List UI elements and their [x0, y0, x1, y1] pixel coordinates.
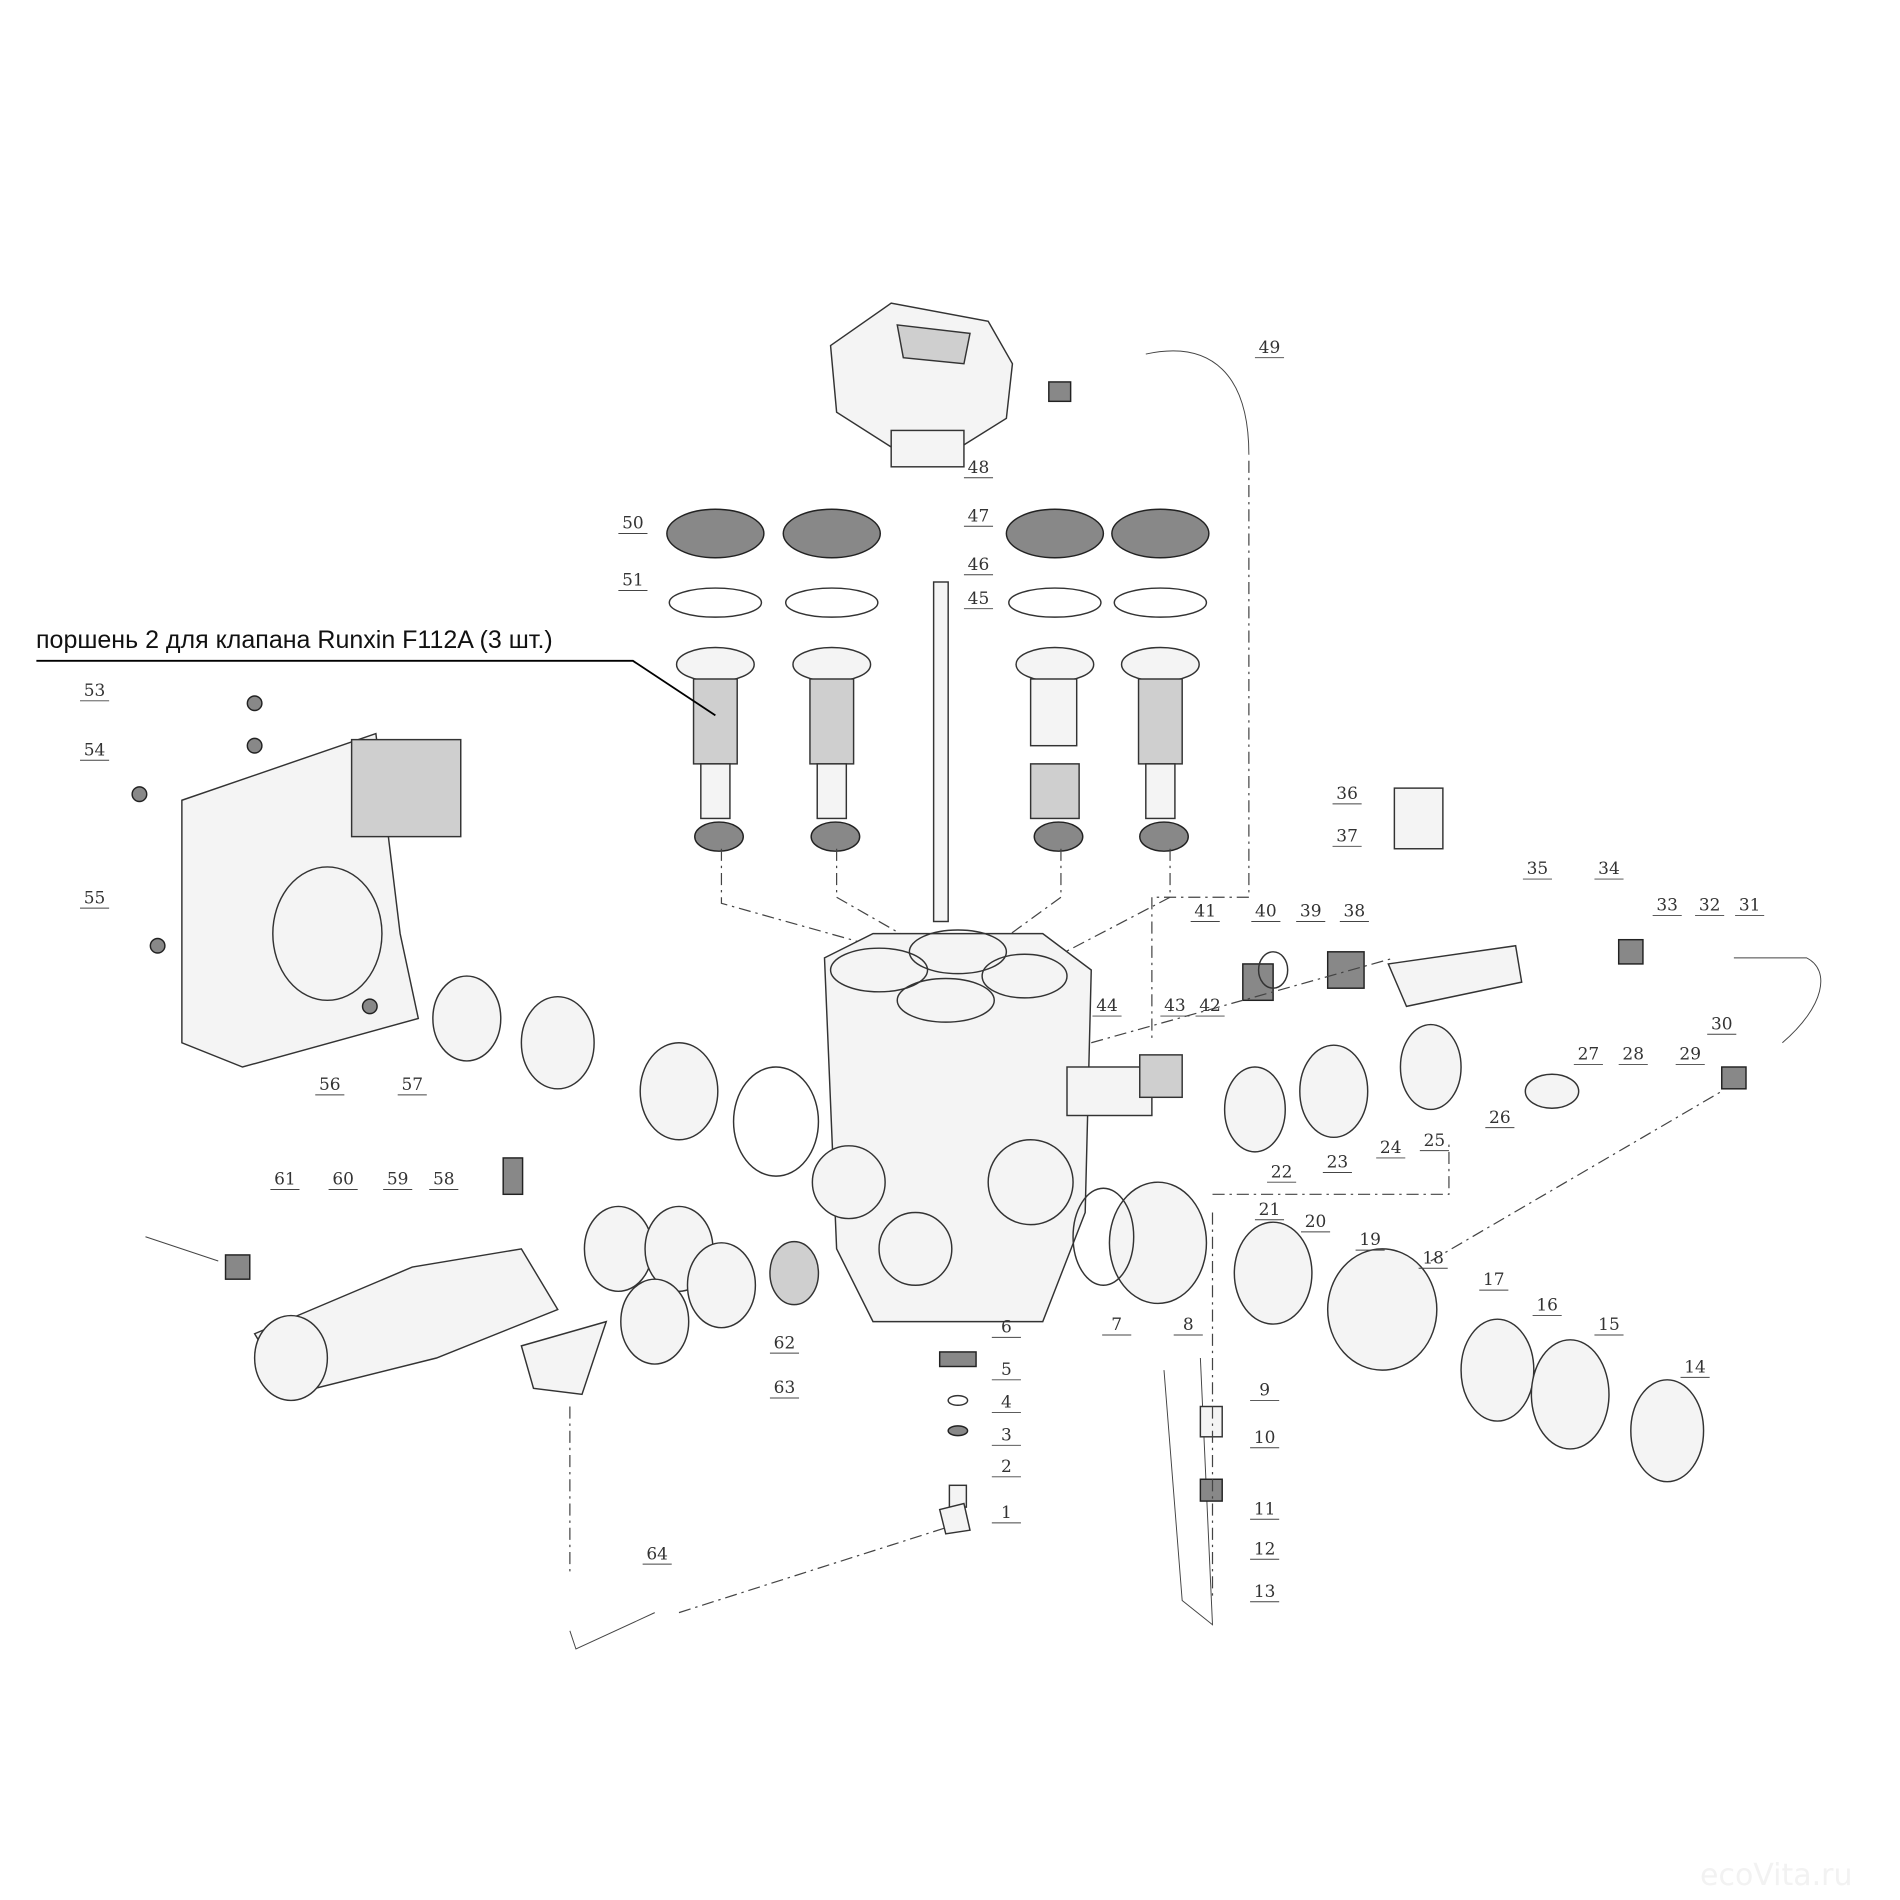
- part-number-label: 36: [1336, 784, 1358, 804]
- callout-leader: [36, 659, 716, 717]
- part-number-label: 37: [1336, 826, 1358, 846]
- part-number-label: 39: [1300, 902, 1322, 922]
- part-number-label: 35: [1527, 859, 1549, 879]
- part-number-label: 10: [1254, 1428, 1276, 1448]
- part-number-label: 17: [1483, 1270, 1505, 1290]
- watermark: ecoVita.ru: [1700, 1858, 1853, 1893]
- part-number-label: 8: [1183, 1315, 1194, 1335]
- part-number-label: 51: [622, 571, 644, 591]
- part-number-label: 40: [1255, 902, 1277, 922]
- part-number-label: 7: [1111, 1315, 1122, 1335]
- part-number-label: 46: [968, 555, 990, 575]
- part-number-label: 53: [84, 681, 106, 701]
- part-number-label: 5: [1001, 1360, 1012, 1380]
- part-number-label: 12: [1254, 1539, 1276, 1559]
- left-connectors: [145, 975, 946, 1650]
- part-number-label: 48: [968, 458, 990, 478]
- part-number-label: 16: [1536, 1296, 1558, 1316]
- part-number-label: 30: [1711, 1014, 1733, 1034]
- part-number-label: 27: [1578, 1045, 1600, 1065]
- part-number-label: 54: [84, 740, 106, 760]
- part-number-label: 3: [1001, 1425, 1012, 1445]
- part-number-label: 6: [1001, 1318, 1012, 1338]
- part-number-label: 19: [1359, 1230, 1381, 1250]
- part-number-label: 34: [1598, 859, 1620, 879]
- part-number-label: 25: [1424, 1131, 1446, 1151]
- part-number-label: 45: [968, 589, 990, 609]
- shaft: [932, 581, 949, 923]
- part-number-label: 57: [401, 1075, 423, 1095]
- part-number-label: 18: [1422, 1248, 1444, 1268]
- part-number-label: 60: [332, 1170, 354, 1190]
- part-number-label: 56: [319, 1075, 341, 1095]
- part-number-label: 20: [1305, 1212, 1327, 1232]
- pistons: [666, 508, 1210, 971]
- part-number-label: 61: [274, 1170, 296, 1190]
- part-number-label: 33: [1656, 896, 1678, 916]
- piston-column-2: [782, 508, 882, 852]
- part-number-label: 22: [1271, 1162, 1293, 1182]
- part-number-label: 47: [968, 506, 990, 526]
- part-number-label: 24: [1380, 1138, 1402, 1158]
- part-number-label: 4: [1001, 1393, 1012, 1413]
- part-number-label: 32: [1699, 896, 1721, 916]
- part-number-label: 31: [1739, 896, 1761, 916]
- part-number-label: 11: [1254, 1499, 1276, 1519]
- piston-column-3: [1005, 508, 1105, 852]
- part-number-label: 23: [1327, 1153, 1349, 1173]
- part-number-label: 26: [1489, 1108, 1511, 1128]
- part-number-label: 21: [1259, 1200, 1281, 1220]
- part-number-label: 14: [1684, 1358, 1706, 1378]
- part-number-label: 28: [1622, 1045, 1644, 1065]
- part-number-label: 2: [1001, 1457, 1012, 1477]
- bottom-fittings: [938, 1351, 977, 1535]
- piston-column-4: [1111, 508, 1210, 852]
- mounting-bracket: [131, 695, 462, 1068]
- part-number-label: 41: [1194, 902, 1216, 922]
- part-number-label: 15: [1598, 1315, 1620, 1335]
- part-number-label: 44: [1096, 996, 1118, 1016]
- part-number-label: 9: [1259, 1381, 1270, 1401]
- part-number-label: 59: [387, 1170, 409, 1190]
- part-number-label: 55: [84, 888, 106, 908]
- part-number-label: 58: [433, 1170, 455, 1190]
- piston-column-1: [666, 508, 765, 852]
- part-number-label: 49: [1259, 338, 1281, 358]
- part-number-label: 63: [774, 1378, 796, 1398]
- piston-callout-label: поршень 2 для клапана Runxin F112A (3 шт…: [36, 626, 553, 654]
- part-number-label: 13: [1254, 1582, 1276, 1602]
- part-number-label: 62: [774, 1333, 796, 1353]
- part-number-label: 50: [622, 514, 644, 534]
- part-number-label: 29: [1679, 1045, 1701, 1065]
- right-connectors: [1066, 460, 1822, 1626]
- controller-unit: [829, 302, 1250, 468]
- part-number-label: 38: [1344, 902, 1366, 922]
- part-number-label: 42: [1199, 996, 1221, 1016]
- part-number-label: 1: [1001, 1503, 1012, 1523]
- part-number-label: 43: [1164, 996, 1186, 1016]
- valve-body: [811, 929, 1092, 1323]
- part-number-label: 64: [646, 1544, 668, 1564]
